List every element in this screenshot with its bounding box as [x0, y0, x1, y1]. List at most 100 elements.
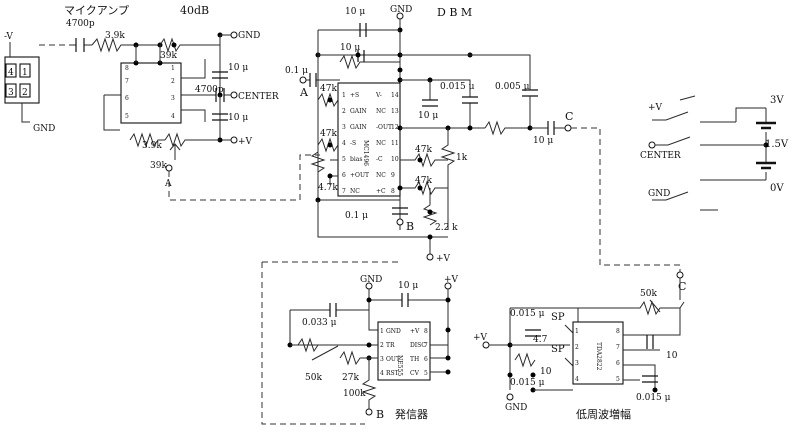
r-27k-osc-label: 27k: [342, 373, 359, 383]
mc1496-label10: -C: [376, 156, 383, 163]
plus-v-label-mic: +V: [238, 137, 253, 147]
c-10u-dbm-right-label: 10 μ: [418, 111, 438, 121]
plus-v-label-dbm: +V: [436, 254, 451, 264]
tda2822-pin3: 3: [575, 360, 579, 367]
c-10u-dbm-top-label: 10 μ: [345, 7, 365, 17]
v0-label: 0V: [770, 183, 784, 194]
r-4-7k-dbm-label: 4.7k: [318, 183, 338, 193]
point-b-osc: B: [376, 408, 384, 421]
r-3-9k-in-label: 3.9k: [105, 31, 125, 41]
c-10u-osc-label: 10 μ: [398, 281, 418, 291]
v15-label: 1.5V: [765, 139, 789, 150]
ne555-label5: CV: [410, 370, 420, 377]
c-10-amp-left-label: 10: [540, 367, 552, 377]
opamp-pin-2: 2: [171, 78, 175, 85]
mc1496-label2: GAIN: [350, 108, 367, 115]
connector-pin-3: 3: [8, 88, 14, 98]
center-label-mic: CENTER: [238, 92, 279, 102]
r-47k-s1-label: 47k: [320, 84, 337, 94]
mc1496-pin11: 11: [391, 140, 399, 147]
mc1496-pin9: 9: [391, 172, 395, 179]
ne555-label4: RST: [386, 370, 399, 377]
mc1496-label5: bias: [350, 156, 362, 163]
tda2822-pin8: 8: [616, 328, 620, 335]
point-a-mic: A: [164, 179, 172, 189]
connector-pin-1: 1: [22, 68, 28, 78]
mc1496-pin13: 13: [391, 108, 399, 115]
mc1496-label9: NC: [376, 172, 386, 179]
mc1496-pin10: 10: [391, 156, 399, 163]
r-47k-c1-label: 47k: [415, 145, 432, 155]
mc1496-label11: NC: [376, 140, 386, 147]
r-1k-label: 1k: [456, 153, 468, 163]
ne555-label6: TH: [410, 356, 419, 363]
r-47k-c2-label: 47k: [415, 176, 432, 186]
tda2822-pin5: 5: [616, 376, 620, 383]
opamp-pin-4: 4: [171, 113, 175, 120]
gnd-label-amp: GND: [505, 403, 527, 413]
c-0-1u-b-label: 0.1 μ: [345, 211, 368, 221]
point-c-dbm: C: [565, 110, 573, 123]
connector-block: 4 1 3 2: [4, 56, 40, 104]
opamp-ic: 8 7 6 5 1 2 3 4: [120, 62, 182, 124]
r-39k-top-label: 39k: [160, 51, 177, 61]
tda2822-pin4: 4: [575, 376, 579, 383]
mic-amp-gain: 40dB: [180, 4, 209, 17]
ne555-label2: TR: [386, 342, 395, 349]
tda2822-pin1: 1: [575, 328, 579, 335]
ne555-pin1: 1: [380, 328, 384, 335]
c-4700p-center-label: 4700p: [195, 85, 224, 95]
ne555-ic: NE555 1 2 3 4 GND TR OUT RST +V DISC TH …: [377, 321, 431, 381]
c-0-033u-label: 0.033 μ: [302, 318, 337, 328]
v3-label: 3V: [770, 95, 784, 106]
opamp-pin-5: 5: [125, 113, 129, 120]
minus-v-label: -V: [4, 32, 13, 42]
c-4-7-label: 4.7: [533, 335, 548, 345]
gnd-label-dbm: GND: [390, 5, 412, 15]
mc1496-pin3: 3: [342, 124, 346, 131]
ne555-pin8: 8: [424, 328, 428, 335]
c-4700p-in-label: 4700p: [66, 19, 95, 29]
mc1496-label13: NC: [376, 108, 386, 115]
ne555-name: NE555: [396, 355, 403, 376]
c-0-015u-amp3-label: 0.015 μ: [636, 393, 671, 403]
point-b-dbm: B: [406, 220, 414, 233]
sp-label-bot: SP: [551, 344, 565, 355]
ne555-label7: DISC: [410, 342, 426, 349]
c-10u-mic-bot-label: 10 μ: [228, 113, 248, 123]
plus-v-label-amp: +V: [473, 333, 488, 343]
ne555-pin3: 3: [380, 356, 384, 363]
connector-pin-2: 2: [22, 88, 28, 98]
ne555-label1: GND: [386, 328, 401, 335]
mc1496-pin14: 14: [391, 92, 399, 99]
oscillator-title: 発信器: [395, 407, 428, 421]
mc1496-pin12: 12: [391, 124, 399, 131]
ne555-pin5: 5: [424, 370, 428, 377]
r-39k-pot-label: 39k: [150, 161, 167, 171]
mc1496-label3: GAIN: [350, 124, 367, 131]
center-label-ps: CENTER: [640, 151, 681, 161]
c-10u-mic-top-label: 10 μ: [228, 63, 248, 73]
c-10-amp-right-label: 10: [666, 351, 678, 361]
mc1496-label1: +S: [350, 92, 359, 99]
c-0-005u-dbm-label: 0.005 μ: [495, 82, 530, 92]
tda2822-pin7: 7: [616, 344, 620, 351]
mc1496-pin8: 8: [391, 188, 395, 195]
plus-v-label-osc: +V: [444, 275, 459, 285]
ne555-pin2: 2: [380, 342, 384, 349]
r-100k-label: 100k: [343, 389, 366, 399]
gnd-label-osc: GND: [360, 275, 382, 285]
c-10u-dbm-mid-label: 10 μ: [340, 43, 360, 53]
opamp-pin-7: 7: [125, 78, 129, 85]
r-2-2k-label: 2.2 k: [435, 223, 458, 233]
point-a-dbm: A: [299, 86, 309, 99]
mc1496-pin1: 1: [342, 92, 346, 99]
gnd-label-ps: GND: [648, 189, 670, 199]
r-50k-osc-label: 50k: [305, 373, 322, 383]
opamp-pin-1: 1: [171, 65, 175, 72]
gnd-label-mic: GND: [238, 31, 260, 41]
r-50k-amp-label: 50k: [640, 289, 657, 299]
opamp-pin-6: 6: [125, 95, 129, 102]
ne555-pin4: 4: [380, 370, 384, 377]
tda2822-ic: TDA2822 1 2 3 4 8 7 6 5: [572, 321, 624, 385]
